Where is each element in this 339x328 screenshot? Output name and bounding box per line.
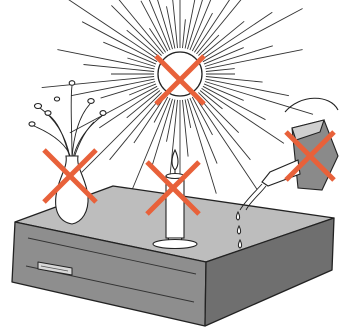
sun-ray	[194, 0, 230, 53]
sun-ray	[191, 96, 213, 136]
sun-ray	[41, 76, 155, 89]
sun-ray	[111, 5, 162, 56]
sun-ray	[196, 93, 251, 161]
cross-stroke	[284, 130, 336, 182]
sun-ray	[81, 92, 162, 173]
sun-ray	[166, 99, 176, 142]
sun-ray	[204, 45, 273, 67]
disc-slot	[37, 261, 73, 276]
sun-ray	[182, 99, 189, 157]
sun-ray	[83, 64, 155, 72]
sun-ray	[204, 81, 314, 115]
sun-ray	[68, 0, 159, 60]
sun-ray	[99, 88, 159, 129]
sun-ray	[199, 90, 223, 110]
sun-ray	[205, 76, 263, 83]
cross-stroke	[145, 160, 201, 216]
sun-ray	[199, 20, 245, 58]
sun-ray	[184, 0, 196, 49]
sun-ray	[184, 99, 192, 128]
sun-ray	[203, 83, 244, 101]
water-drops	[236, 210, 242, 249]
sun-ray	[100, 81, 156, 99]
vase-with-flowers-prohibited-cross	[42, 148, 98, 204]
device-side-face	[204, 217, 335, 327]
sun-ray	[189, 0, 212, 51]
sun-ray	[198, 92, 240, 134]
cross-stroke	[154, 54, 206, 106]
sun-ray	[202, 85, 266, 121]
sun-ray	[157, 0, 173, 50]
lit-candle-prohibited-cross	[145, 160, 201, 216]
sun-ray	[205, 68, 235, 72]
sun-ray	[81, 21, 158, 63]
sun-ray	[182, 19, 186, 49]
sun-ray	[187, 98, 217, 194]
sun-ray	[201, 11, 273, 60]
direct-sunlight-prohibited-cross	[154, 54, 206, 106]
sun-ray	[202, 8, 303, 63]
sun-ray	[149, 28, 166, 53]
sun-ray	[189, 97, 218, 164]
sun-ray	[203, 47, 244, 65]
sun-ray	[191, 12, 213, 52]
sun-ray	[126, 90, 161, 119]
sun-ray	[172, 0, 178, 49]
water-can-dripping-prohibited-cross	[284, 130, 336, 182]
vase-icon	[28, 80, 107, 225]
sun-ray	[118, 0, 164, 55]
sun-ray	[109, 93, 164, 161]
sun-ray	[57, 49, 155, 70]
sun-ray	[127, 57, 156, 67]
watering-can-icon	[239, 97, 339, 211]
sun-ray	[187, 0, 203, 50]
cross-stroke	[42, 148, 98, 204]
sun-ray	[131, 97, 171, 190]
sun-ray	[196, 0, 242, 55]
sun-icon	[157, 51, 203, 97]
sun-ray	[140, 0, 169, 52]
sun-ray	[205, 78, 289, 97]
sun-ray	[194, 95, 258, 190]
sun-ray	[153, 96, 169, 123]
sun-ray	[148, 0, 171, 51]
sun-ray	[71, 78, 155, 97]
sun-ray	[166, 6, 176, 49]
sun-ray	[133, 95, 166, 144]
sun-ray	[198, 34, 220, 56]
sun-ray	[205, 49, 303, 70]
sun-rays	[41, 0, 314, 206]
sun-ray	[201, 88, 285, 144]
sun-ray	[151, 98, 173, 167]
sun-ray	[69, 85, 158, 134]
device-front-groove	[27, 237, 197, 275]
sun-ray	[129, 83, 157, 96]
sun-ray	[126, 29, 161, 58]
sun-ray	[103, 41, 157, 65]
